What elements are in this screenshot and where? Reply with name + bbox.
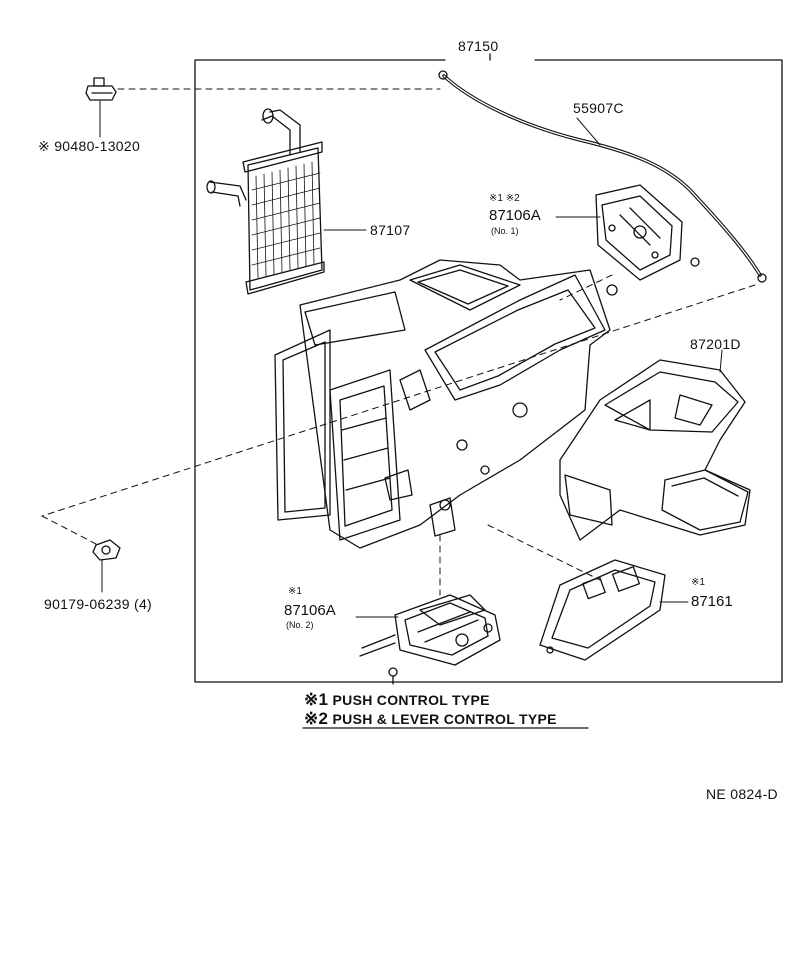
legend-item-2-symbol: ※2: [304, 709, 329, 728]
label-87161-mark: ※1: [691, 577, 705, 588]
label-87106a-no2-sub: (No. 2): [286, 620, 314, 630]
label-87161: 87161: [691, 593, 733, 610]
label-55907c: 55907C: [573, 100, 624, 116]
legend-item-1: ※1 PUSH CONTROL TYPE: [304, 690, 490, 710]
label-90480-13020: ※ 90480-13020: [38, 138, 141, 154]
label-87106a-no1-sub: (No. 1): [491, 226, 519, 236]
servo-motor-no1: [555, 184, 700, 281]
dash-controller: [487, 524, 601, 581]
dash-servo-no1: [559, 274, 613, 301]
dash-bottom-clip: [41, 515, 99, 546]
label-87150: 87150: [458, 38, 499, 54]
clip-90480: [85, 77, 117, 138]
label-87107: 87107: [370, 222, 411, 238]
label-87106a-no2: 87106A: [284, 602, 336, 619]
heater-unit-case: [274, 259, 618, 549]
diagram-code: NE 0824-D: [706, 786, 778, 802]
legend-item-1-symbol: ※1: [304, 690, 329, 709]
dash-cable-to-bottom: [41, 284, 756, 517]
servo-motor-no2: [355, 594, 501, 685]
legend-item-2: ※2 PUSH & LEVER CONTROL TYPE: [304, 709, 557, 729]
clip-90179: [92, 539, 121, 593]
label-90179-06239: 90179-06239 (4): [44, 596, 153, 612]
label-87106a-no1: 87106A: [489, 207, 541, 224]
controller-87161: [539, 559, 689, 661]
duct-87201d: [559, 349, 751, 541]
label-87106a-no1-marks: ※1 ※2: [489, 193, 520, 204]
legend-item-2-text: PUSH & LEVER CONTROL TYPE: [332, 711, 557, 727]
heater-core-87107: [206, 108, 367, 295]
label-87106a-no2-mark: ※1: [288, 586, 302, 597]
assembly-frame: [194, 59, 783, 683]
legend-item-1-text: PUSH CONTROL TYPE: [332, 692, 490, 708]
label-87201d: 87201D: [690, 336, 741, 352]
control-cable-55907c: [438, 70, 767, 283]
